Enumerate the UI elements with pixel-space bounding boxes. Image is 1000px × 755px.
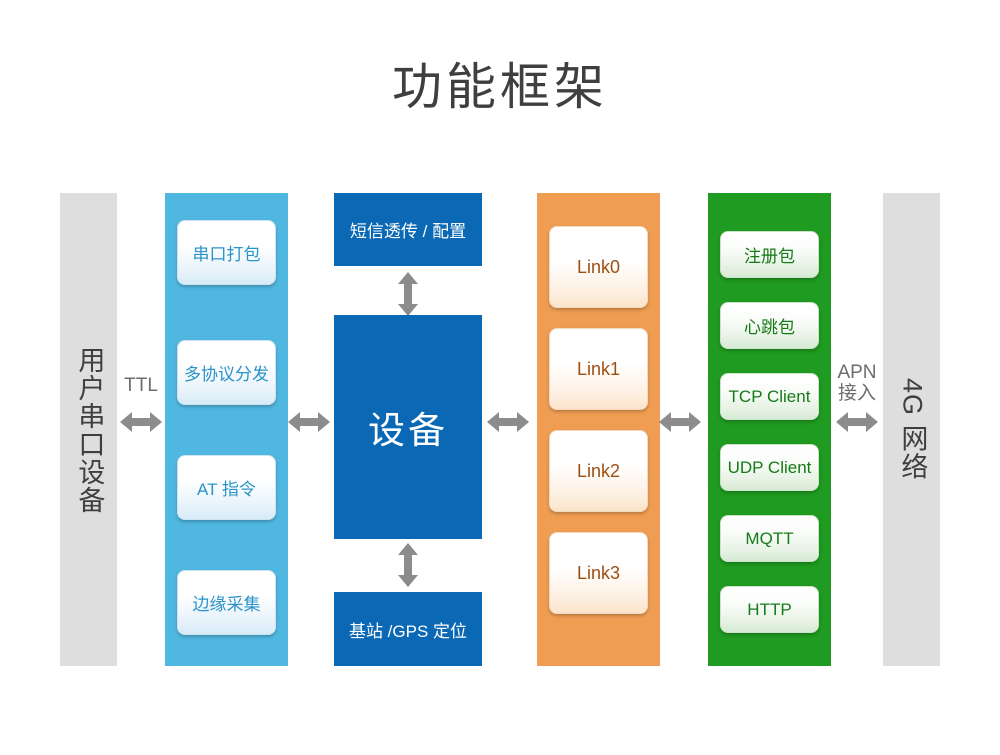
card-registration-packet[interactable]: 注册包 xyxy=(720,231,819,278)
right-endpoint-4g-network: 4G 网络 xyxy=(883,193,940,666)
card-link2[interactable]: Link2 xyxy=(549,430,648,512)
box-label: 设备 xyxy=(368,410,448,451)
card-link3[interactable]: Link3 xyxy=(549,532,648,614)
card-label: 心跳包 xyxy=(744,318,795,337)
card-label: HTTP xyxy=(747,599,792,619)
ttl-bidirectional-arrow-icon xyxy=(120,409,162,435)
card-link1[interactable]: Link1 xyxy=(549,328,648,410)
card-label: Link1 xyxy=(576,358,621,379)
card-label: MQTT xyxy=(745,528,794,548)
card-label: 注册包 xyxy=(744,247,795,266)
apn-connection-label: APN 接入 xyxy=(837,362,877,405)
left-endpoint-label: 用户串口设备 xyxy=(74,345,105,514)
card-edge-collection[interactable]: 边缘采集 xyxy=(177,570,276,635)
right-endpoint-label-wrap: 4G 网络 xyxy=(883,193,940,666)
right-endpoint-label: 4G 网络 xyxy=(897,378,928,481)
box-base-station-gps-positioning[interactable]: 基站 /GPS 定位 xyxy=(334,592,482,666)
card-serial-packing[interactable]: 串口打包 xyxy=(177,220,276,285)
page-title: 功能框架 xyxy=(392,59,608,115)
ttl-connection-label: TTL xyxy=(124,375,158,396)
card-label: TCP Client xyxy=(728,386,811,406)
protocols-column: 注册包 心跳包 TCP Client UDP Client MQTT HTTP xyxy=(708,193,831,666)
links-column: Link0 Link1 Link2 Link3 xyxy=(537,193,660,666)
card-mqtt[interactable]: MQTT xyxy=(720,515,819,562)
serial-to-device-arrow-icon xyxy=(288,409,330,435)
sms-to-device-arrow-icon xyxy=(395,272,421,316)
card-label: Link2 xyxy=(576,460,621,481)
box-device-main[interactable]: 设备 xyxy=(334,315,482,539)
box-sms-transparent-transmission[interactable]: 短信透传 / 配置 xyxy=(334,193,482,266)
card-heartbeat-packet[interactable]: 心跳包 xyxy=(720,302,819,349)
card-multi-protocol-dispatch[interactable]: 多协议分发 xyxy=(177,340,276,405)
card-label: UDP Client xyxy=(727,457,812,477)
card-at-command[interactable]: AT 指令 xyxy=(177,455,276,520)
left-endpoint-label-wrap: 用户串口设备 xyxy=(60,193,117,666)
card-label: 边缘采集 xyxy=(192,595,261,614)
card-label: AT 指令 xyxy=(197,480,256,499)
serial-features-column: 串口打包 多协议分发 AT 指令 边缘采集 xyxy=(165,193,288,666)
card-udp-client[interactable]: UDP Client xyxy=(720,444,819,491)
card-link0[interactable]: Link0 xyxy=(549,226,648,308)
card-http[interactable]: HTTP xyxy=(720,586,819,633)
apn-bidirectional-arrow-icon xyxy=(836,409,878,435)
left-endpoint-user-serial-device: 用户串口设备 xyxy=(60,193,117,666)
card-label: 串口打包 xyxy=(192,245,261,264)
device-to-gps-arrow-icon xyxy=(395,543,421,587)
box-label: 基站 /GPS 定位 xyxy=(348,621,468,641)
box-label: 短信透传 / 配置 xyxy=(349,222,467,241)
card-label: 多协议分发 xyxy=(184,365,269,384)
device-to-links-arrow-icon xyxy=(487,409,529,435)
card-tcp-client[interactable]: TCP Client xyxy=(720,373,819,420)
links-to-protocols-arrow-icon xyxy=(659,409,701,435)
card-label: Link3 xyxy=(576,562,621,583)
card-label: Link0 xyxy=(576,256,621,277)
